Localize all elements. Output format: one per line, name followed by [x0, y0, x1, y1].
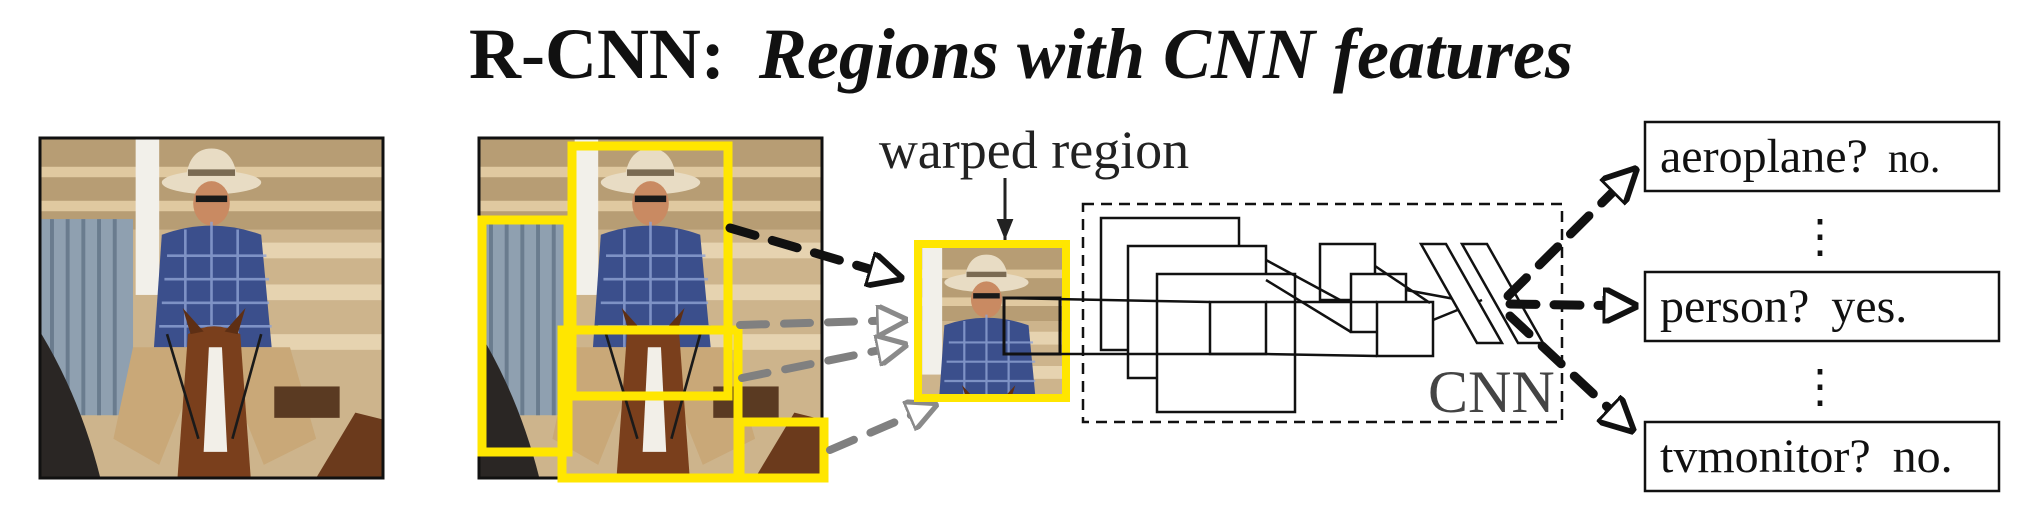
classify-arrow-person	[1505, 304, 1640, 306]
title-main: Regions with CNN features	[758, 14, 1573, 94]
region-proposals-image	[477, 136, 829, 483]
output-tvmonitor: tvmonitor? no.	[1643, 420, 2001, 493]
classify-arrows	[1503, 170, 1640, 430]
region-arrow-3	[738, 345, 905, 382]
output-person-class: person?	[1660, 280, 1809, 333]
title-prefix: R-CNN:	[469, 14, 725, 94]
ellipsis-top: ⋮	[1797, 211, 1843, 262]
classify-arrow-aeroplane	[1503, 170, 1635, 301]
region-box-small	[735, 417, 829, 483]
warped-region-image	[914, 240, 1070, 402]
svg-text:aeroplane? no.: aeroplane? no.	[1660, 130, 1940, 183]
output-person-answer: yes.	[1831, 280, 1907, 333]
region-arrow-2	[736, 320, 909, 325]
output-tvmonitor-class: tvmonitor?	[1660, 430, 1871, 483]
output-tvmonitor-answer: no.	[1893, 430, 1953, 483]
classify-arrow-tvmonitor	[1505, 311, 1632, 430]
output-aeroplane: aeroplane? no.	[1643, 120, 2001, 193]
region-arrow-person	[725, 223, 900, 278]
cnn-block	[1002, 202, 1564, 424]
region-box-horse	[557, 325, 743, 483]
input-image	[38, 136, 385, 480]
region-arrow-4	[826, 405, 935, 454]
region-box-metal	[477, 215, 573, 457]
output-person: person? yes.	[1643, 270, 2001, 343]
page-title: R-CNN: Regions with CNN features	[469, 14, 1573, 94]
cnn-dashed-frame	[1081, 202, 1564, 424]
warped-region-label: warped region	[879, 120, 1189, 180]
region-arrows	[725, 223, 935, 454]
ellipsis-bottom: ⋮	[1797, 361, 1843, 412]
svg-text:tvmonitor? no.: tvmonitor? no.	[1660, 430, 1953, 483]
cnn-label: CNN	[1428, 359, 1555, 425]
output-aeroplane-answer: no.	[1888, 136, 1941, 182]
output-aeroplane-class: aeroplane?	[1660, 130, 1868, 183]
svg-text:person? yes.: person? yes.	[1660, 280, 1907, 333]
